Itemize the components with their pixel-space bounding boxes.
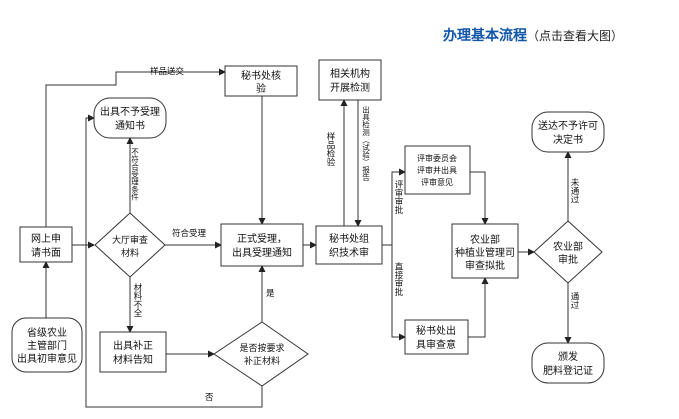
edge-label-issue-report: 出具检测（试验）报告 [361, 105, 370, 183]
reject-notice-line1: 出具不予受理 [100, 105, 160, 118]
reject-notice-line2: 通知书 [115, 119, 145, 132]
supplement-notice-line1: 出具补正 [113, 339, 153, 352]
page-title[interactable]: 办理基本流程（点击查看大图） [443, 25, 673, 45]
secretary-verify-line2: 验 [256, 82, 266, 95]
issue-cert-line2: 肥料登记证 [543, 364, 593, 377]
supplement-notice-box [99, 331, 167, 373]
supplement-check-diamond [213, 321, 309, 387]
ministry-approve-line1: 农业部 [553, 240, 583, 253]
supplement-notice-line2: 材料告知 [113, 353, 153, 366]
online-apply-line2: 请书面 [31, 246, 61, 259]
online-apply-line1: 网上申 [31, 232, 61, 245]
edge-label-material-incomplete: 材料不全 [132, 282, 142, 317]
secretary-org-line1: 秘书处组 [329, 232, 369, 245]
committee-line2: 评审并出具 [417, 165, 457, 175]
reject-notice-box [93, 97, 167, 139]
edge-label-not-passed: 未通过 [569, 177, 579, 204]
agency-test-box [318, 59, 382, 101]
hall-review-line1: 大厅审查 [112, 234, 148, 246]
edge-label-conform-accept: 符合受理 [172, 228, 207, 239]
ministry-approve-diamond [533, 220, 603, 284]
hall-review-line2: 材料 [121, 247, 139, 259]
supplement-check-line1: 是否按要求 [239, 342, 284, 354]
secretary-verify-line1: 秘书处核 [241, 69, 281, 82]
edge-label-not-conform: 不符合受理条件 [130, 148, 139, 202]
issue-cert-line1: 颁发 [558, 350, 578, 363]
edge-label-sample-check: 样品检验 [325, 131, 335, 167]
view-large-link[interactable]: （点击查看大图） [527, 29, 624, 43]
secretary-verify-box [224, 65, 298, 97]
deny-decision-line1: 送达不予许可 [538, 119, 598, 132]
county-opinion-box [11, 317, 83, 373]
ministry-review-line2: 种植业管理司 [455, 246, 515, 259]
hall-review-diamond [94, 212, 166, 278]
edge-label-passed: 通过 [569, 291, 579, 310]
committee-line1: 评审委员会 [417, 153, 457, 163]
edge-label-review-submit: 评审审批 [393, 180, 403, 215]
county-opinion-line2: 主管部门 [27, 339, 67, 352]
edge-label-yes: 是 [266, 289, 275, 299]
secretary-opinion-line2: 具审查意 [416, 338, 456, 351]
agency-test-line2: 开展检测 [330, 81, 370, 94]
secretary-org-line2: 织技术审 [329, 246, 369, 259]
edge-label-sample-send: 样品送交 [150, 66, 185, 77]
secretary-opinion-box [404, 319, 469, 355]
secretary-org-box [315, 225, 383, 265]
committee-line3: 评审意见 [421, 177, 453, 187]
secretary-opinion-line1: 秘书处出 [416, 324, 456, 337]
edge-label-no: 否 [205, 393, 214, 403]
formal-accept-line1: 正式受理， [237, 232, 287, 245]
county-opinion-line3: 出具初审意见 [17, 352, 77, 365]
deny-decision-line2: 决定书 [553, 133, 583, 146]
ministry-review-box [451, 223, 519, 279]
ministry-review-line1: 农业部 [470, 233, 500, 246]
title-main: 办理基本流程 [443, 28, 527, 44]
county-opinion-line1: 省级农业 [27, 326, 67, 339]
committee-box [404, 145, 471, 195]
formal-accept-box [220, 223, 304, 267]
online-apply-box [19, 226, 73, 263]
formal-accept-line2: 出具受理通知 [232, 246, 292, 259]
deny-decision-box [531, 111, 605, 153]
supplement-check-line2: 补正材料 [244, 355, 280, 367]
issue-cert-box [531, 342, 605, 384]
ministry-review-line3: 审查拟批 [465, 259, 505, 272]
edge-label-direct-submit: 直接审批 [393, 261, 403, 297]
ministry-approve-line2: 审批 [558, 253, 578, 266]
agency-test-line1: 相关机构 [330, 67, 370, 80]
